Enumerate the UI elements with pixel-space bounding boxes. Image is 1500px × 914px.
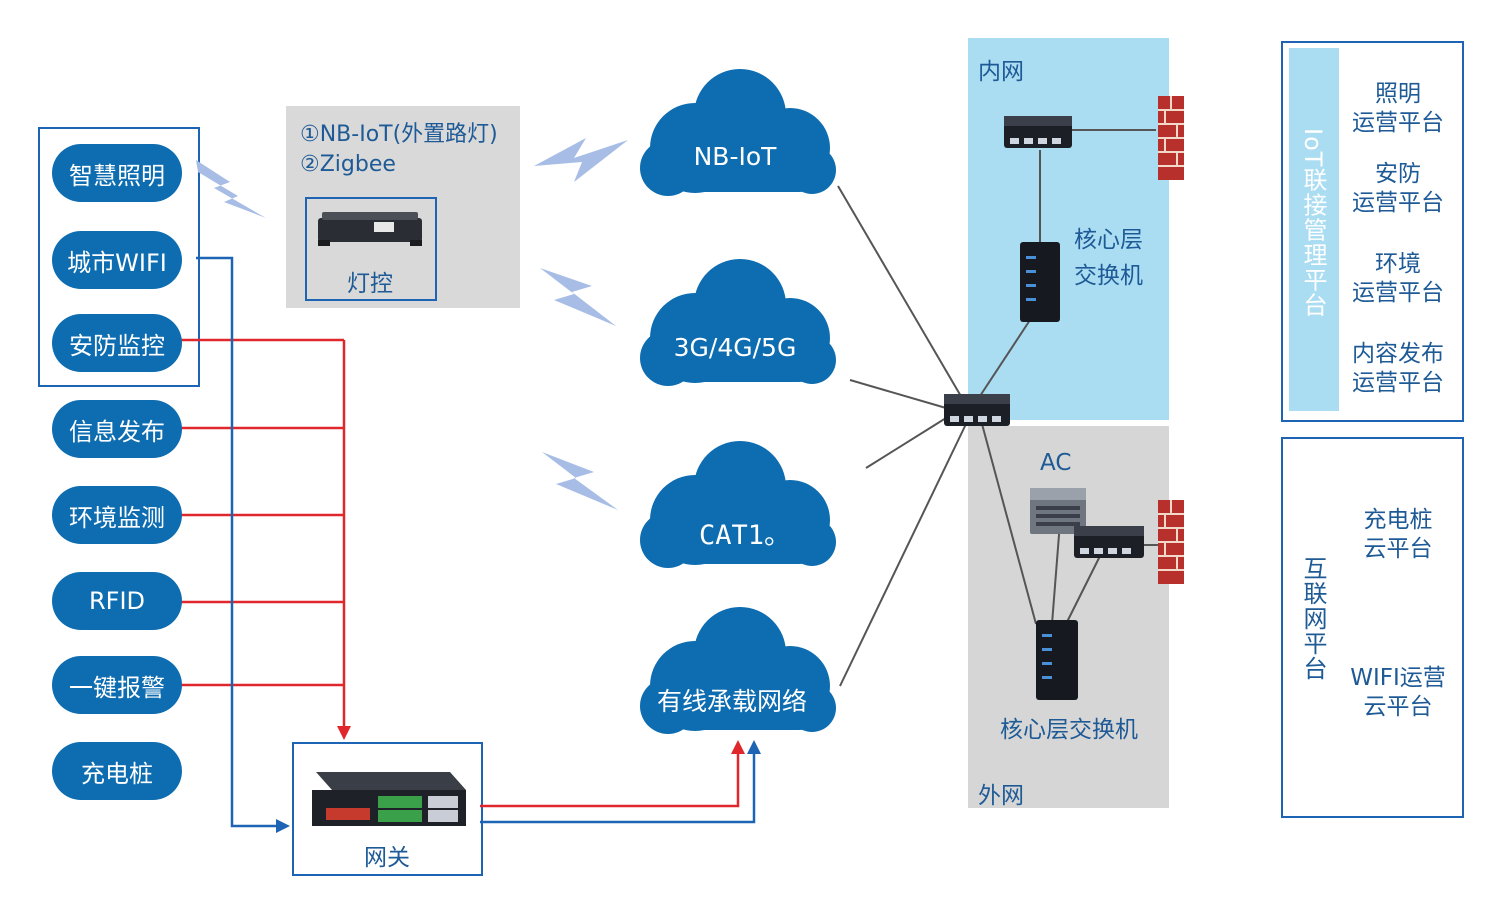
wireless-bolt-icon (540, 268, 616, 326)
arrow-icon (337, 726, 351, 740)
iot-platform-item-line1: 照明 (1375, 81, 1421, 107)
gateway-frame (292, 742, 483, 876)
blue-connectors (196, 256, 756, 828)
arrow-icon (731, 740, 745, 754)
internet-platform-item-charging: 充电桩 云平台 (1338, 506, 1458, 564)
iot-platform-title: IoT联接管理平台 (1299, 128, 1327, 318)
ac-controller-icon (1030, 488, 1086, 534)
iot-platform-item-line2: 运营平台 (1352, 280, 1444, 306)
cloud-3g-4g-5g (640, 259, 836, 386)
iot-platform-frame (1281, 41, 1464, 422)
extranet-core-switch-label: 核心层交换机 (1000, 717, 1138, 743)
intranet-core-switch-label-1: 核心层 (1074, 227, 1143, 253)
extranet-switch-icon (1074, 526, 1144, 558)
light-control-label: 灯控 (347, 271, 393, 297)
gateway-label: 网关 (364, 845, 410, 871)
iot-platform-band (1289, 48, 1339, 411)
internet-platform-frame (1281, 437, 1464, 818)
internet-platform-item-line1: 充电桩 (1363, 507, 1433, 533)
internet-platform-item-line1: WIFI运营 (1350, 665, 1446, 691)
cloud-wired-network-label: 有线承载网络 (656, 687, 807, 716)
intranet-core-switch-icon (1020, 242, 1060, 322)
red-connectors (180, 338, 740, 808)
cloud-wired-network (640, 607, 836, 734)
light-control-panel (286, 106, 520, 308)
light-control-protocol-2: ②Zigbee (300, 152, 396, 177)
light-controller-icon (318, 212, 422, 246)
cloud-nb-iot (640, 69, 836, 196)
firewall-icon (1158, 500, 1184, 584)
arrow-icon (747, 740, 761, 754)
device-charging-pile: 充电桩 (52, 742, 182, 800)
cloud-3g-4g-5g-label: 3G/4G/5G (673, 333, 797, 362)
device-info-publishing: 信息发布 (52, 400, 182, 458)
iot-platform-item-line2: 运营平台 (1352, 190, 1444, 216)
extranet-title: 外网 (978, 783, 1024, 809)
internet-platform-item-line2: 云平台 (1363, 536, 1433, 562)
internet-platform-item-line2: 云平台 (1363, 694, 1433, 720)
intranet-core-switch-label-2: 交换机 (1074, 263, 1143, 289)
iot-platform-item-content: 内容发布 运营平台 (1338, 340, 1458, 398)
network-links (837, 129, 1160, 687)
central-switch-icon (944, 394, 1010, 426)
iot-platform-item-line2: 运营平台 (1352, 110, 1444, 136)
cloud-cat1-label: CAT1。 (698, 520, 792, 551)
firewall-icon (1158, 96, 1184, 180)
device-security-monitoring: 安防监控 (52, 314, 182, 372)
intranet-title: 内网 (978, 59, 1024, 85)
iot-platform-item-line1: 内容发布 (1352, 341, 1444, 367)
device-smart-lighting: 智慧照明 (52, 144, 182, 202)
intranet-zone (968, 38, 1169, 420)
extranet-core-switch-icon (1036, 620, 1078, 700)
arrow-icon (276, 819, 290, 833)
cloud-nb-iot-label: NB-IoT (693, 142, 777, 171)
ac-label: AC (1040, 450, 1072, 476)
wireless-bolt-icon (196, 160, 266, 218)
internet-platform-item-wifi: WIFI运营 云平台 (1338, 664, 1458, 722)
device-emergency-alarm: 一键报警 (52, 656, 182, 714)
light-control-protocol-1: ①NB-IoT(外置路灯) (300, 122, 498, 147)
gateway-device-icon (312, 772, 466, 826)
device-environment-monitoring: 环境监测 (52, 486, 182, 544)
device-rfid: RFID (52, 572, 182, 630)
intranet-switch-icon (1004, 116, 1072, 148)
iot-platform-item-security: 安防 运营平台 (1338, 160, 1458, 218)
internet-platform-title: 互联网平台 (1299, 556, 1327, 681)
wireless-bolt-icon (542, 452, 618, 510)
light-control-device-frame (305, 197, 437, 301)
iot-platform-item-line1: 环境 (1375, 251, 1421, 277)
device-city-wifi: 城市WIFI (52, 231, 182, 289)
iot-platform-item-environment: 环境 运营平台 (1338, 250, 1458, 308)
iot-platform-item-lighting: 照明 运营平台 (1338, 80, 1458, 138)
iot-platform-item-line2: 运营平台 (1352, 370, 1444, 396)
iot-platform-item-line1: 安防 (1375, 161, 1421, 187)
cloud-cat1 (640, 441, 836, 568)
wireless-bolt-icon (534, 138, 628, 182)
